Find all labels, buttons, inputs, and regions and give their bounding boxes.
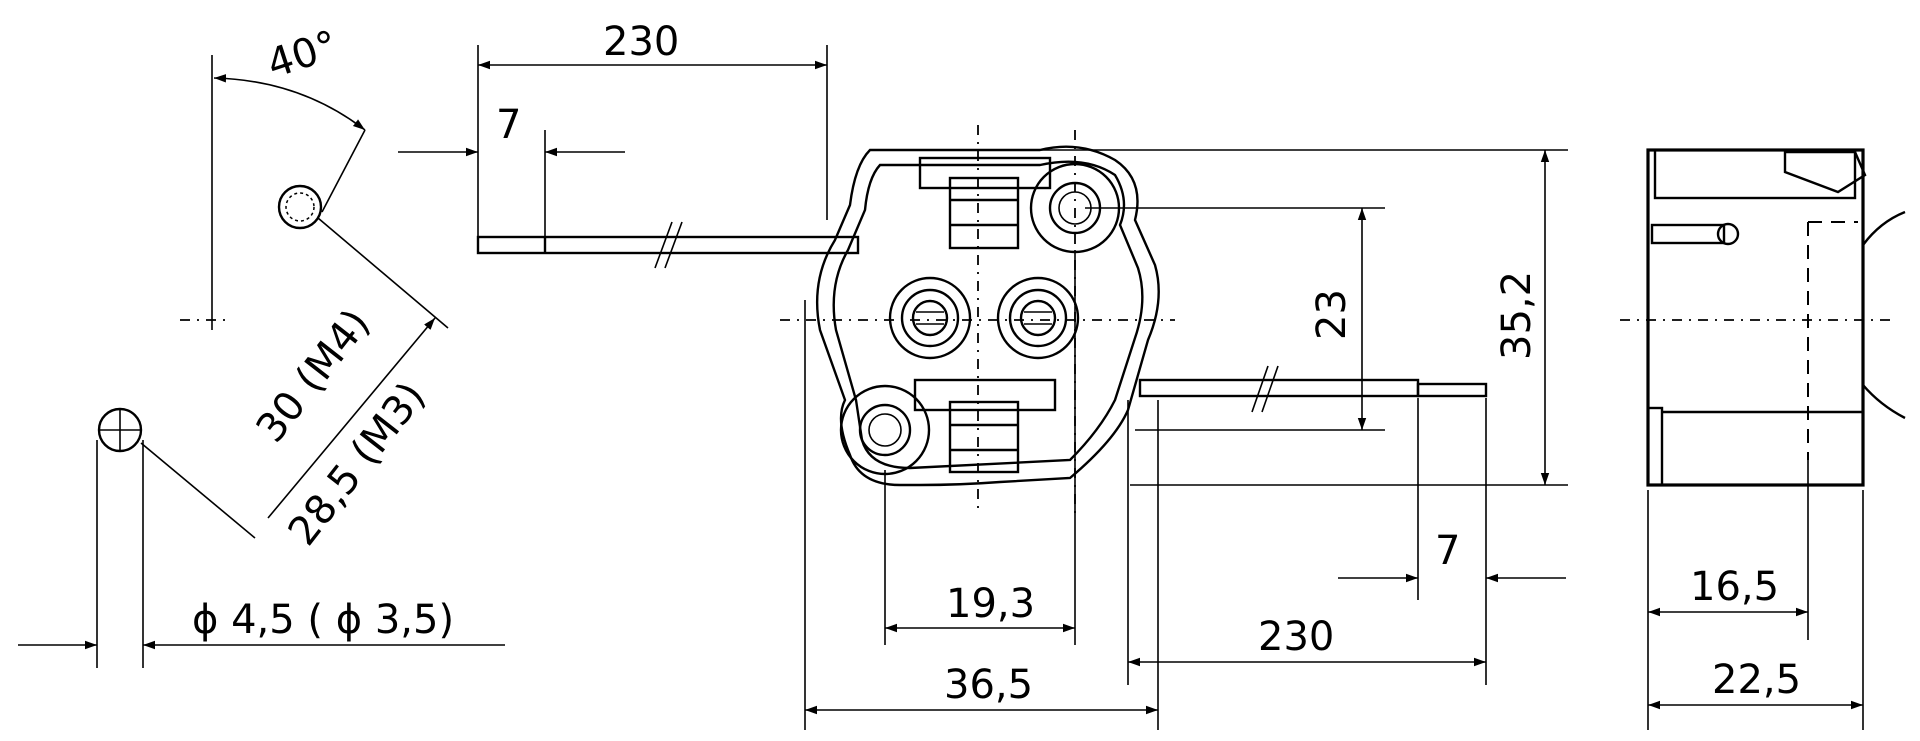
angle-label: 40°: [262, 22, 344, 88]
side-wire-stub: [1650, 223, 1726, 245]
contact-rail-top: [918, 156, 1052, 190]
lower-left-eyelet: [839, 384, 931, 476]
side-top-cap: [1653, 148, 1857, 200]
pin-socket-right: [996, 276, 1080, 360]
dimension-label-7-left: 7: [496, 102, 521, 148]
pin-socket-left: [888, 276, 972, 360]
side-latch: [1783, 150, 1867, 194]
dimension-label-7-right: 7: [1435, 528, 1460, 574]
dimension-label-230-left: 230: [603, 19, 679, 65]
side-body-outline: [1646, 148, 1865, 487]
side-foot: [1646, 406, 1664, 487]
dimension-line-30: [267, 317, 436, 519]
lower-mounting-hole: [97, 407, 143, 453]
holder-body-outline: [815, 145, 1160, 487]
angle-arc: [213, 74, 366, 131]
left-lead-wire: [476, 221, 860, 269]
side-spring-clip-bottom: [1862, 384, 1906, 420]
contact-rail-bottom: [913, 378, 1057, 412]
dimension-label-diameter: ϕ 4,5 ( ϕ 3,5): [192, 597, 454, 643]
dimension-label-23: 23: [1309, 289, 1355, 340]
angle-leg: [321, 129, 366, 213]
contact-block-top: [948, 176, 1020, 250]
side-spring-clip-top: [1862, 210, 1906, 246]
dimension-label-36-5: 36,5: [944, 662, 1033, 708]
contact-block-bottom: [948, 400, 1020, 474]
dimension-label-35-2: 35,2: [1494, 271, 1540, 360]
extension-line: [140, 442, 256, 539]
dimension-label-22-5: 22,5: [1712, 657, 1801, 703]
extension-line: [317, 217, 449, 329]
holder-body-inner: [832, 160, 1144, 470]
mounting-pattern-view: 40° 30 (M4) 28,5 (M3) ϕ 4,5 ( ϕ 3,5): [18, 22, 505, 668]
upper-mounting-hole: [277, 184, 323, 230]
right-lead-wire: [1138, 365, 1488, 413]
dimension-label-19-3: 19,3: [946, 581, 1035, 627]
side-view: 16,5 22,5: [1620, 148, 1906, 730]
dimension-label-16-5: 16,5: [1690, 564, 1779, 610]
front-view: 230 7 35,2 23 19,3 36,5 230: [398, 19, 1568, 730]
dimension-label-230-right: 230: [1258, 614, 1334, 660]
